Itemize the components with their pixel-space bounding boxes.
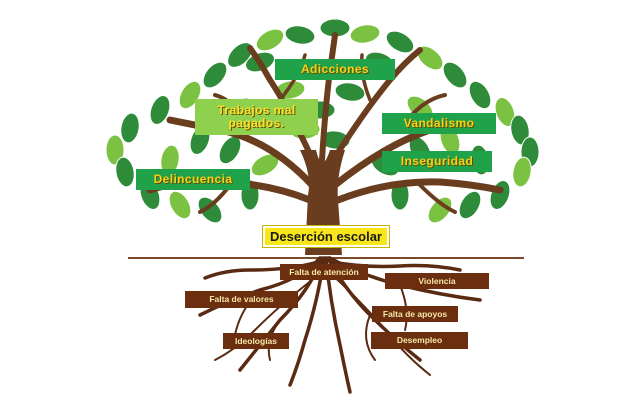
leaf: [149, 95, 171, 125]
root-label-falta-apoyos: Falta de apoyos: [372, 306, 458, 322]
root-label-falta-valores: Falta de valores: [185, 291, 298, 308]
branch-label-delincuencia: Delincuencia: [136, 169, 250, 190]
root-strand: [288, 256, 326, 387]
branch-label-trabajos: Trabajos mal pagados.: [195, 99, 318, 135]
leaf: [255, 28, 285, 52]
leaf: [168, 190, 192, 220]
leaf: [468, 80, 492, 110]
leaf: [115, 156, 135, 188]
leaf: [512, 156, 532, 188]
leaf: [385, 30, 415, 54]
trunk-label: Deserción escolar: [263, 226, 389, 247]
leaf: [489, 180, 511, 210]
leaf: [442, 61, 468, 89]
branch-label-adicciones: Adicciones: [275, 59, 395, 80]
root-label-falta-atencion: Falta de atención: [280, 264, 368, 280]
leaf: [494, 97, 516, 127]
branch-label-inseguridad: Inseguridad: [382, 151, 492, 172]
root-strand: [324, 256, 352, 394]
leaf: [202, 61, 228, 89]
leaf: [105, 134, 125, 166]
root-strand: [214, 269, 326, 361]
leaf: [334, 82, 366, 102]
root-label-desempleo: Desempleo: [371, 332, 468, 349]
root-strand: [365, 314, 376, 361]
leaf: [120, 112, 140, 144]
root-label-violencia: Violencia: [385, 273, 489, 289]
leaf: [458, 190, 482, 220]
leaf: [416, 45, 444, 71]
root-label-ideologias: Ideologías: [223, 333, 289, 349]
branch-right-up: [327, 47, 423, 168]
leaf: [349, 24, 381, 44]
branch-right-low: [334, 178, 504, 204]
branch-label-vandalismo: Vandalismo: [382, 113, 496, 134]
branch-left-up: [247, 45, 318, 168]
leaf: [284, 25, 316, 45]
leaf: [427, 196, 453, 224]
